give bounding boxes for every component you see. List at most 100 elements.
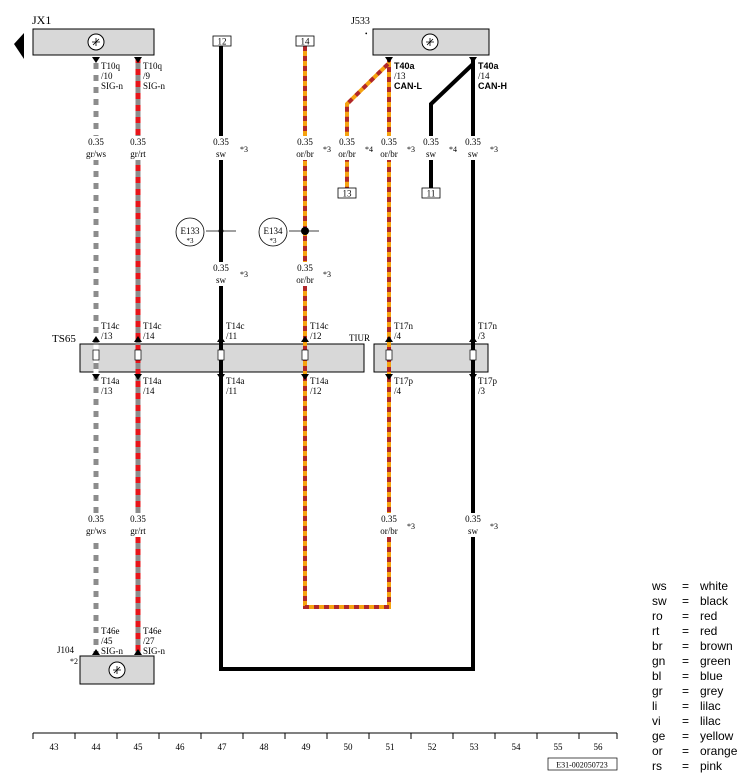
svg-text:vi: vi <box>652 714 661 728</box>
svg-text:•: • <box>365 30 368 38</box>
j533-label: J533 <box>351 16 370 27</box>
column-number: 46 <box>176 742 186 752</box>
svg-text:=: = <box>682 699 689 713</box>
svg-text:/14: /14 <box>143 386 155 396</box>
svg-text:T10q: T10q <box>101 61 120 71</box>
lower-wire-labels: 0.35 gr/ws 0.35 gr/rt 0.35 or/br *3 0.35… <box>86 513 498 537</box>
svg-text:=: = <box>682 714 689 728</box>
column-ticks <box>32 733 618 739</box>
svg-text:/3: /3 <box>478 386 486 396</box>
svg-text:/14: /14 <box>143 331 155 341</box>
ts65-label: TS65 <box>52 333 76 345</box>
svg-text:T14c: T14c <box>226 321 245 331</box>
svg-text:sw: sw <box>216 275 227 285</box>
svg-text:ro: ro <box>652 609 663 623</box>
svg-text:blue: blue <box>700 669 723 683</box>
legend-entry: ws=white <box>651 579 728 593</box>
legend-entry: vi = lilac <box>652 714 721 728</box>
svg-text:*3: *3 <box>240 145 248 154</box>
column-number: 52 <box>428 742 437 752</box>
svg-text:T10q: T10q <box>143 61 162 71</box>
svg-text:*3: *3 <box>407 522 415 531</box>
component-tiur: TIUR <box>349 333 489 373</box>
wire-col50 <box>345 62 390 188</box>
svg-text:or: or <box>652 744 663 758</box>
svg-text:/14: /14 <box>478 71 490 81</box>
svg-text:/12: /12 <box>310 331 322 341</box>
svg-text:*3: *3 <box>323 270 331 279</box>
splice-e133: E133 *3 <box>175 217 236 247</box>
svg-text:T46e: T46e <box>101 626 120 636</box>
svg-text:=: = <box>682 624 689 638</box>
svg-text:or/br: or/br <box>380 526 398 536</box>
svg-text:/13: /13 <box>394 71 406 81</box>
legend-entry: br=brown <box>652 639 733 653</box>
svg-text:=: = <box>682 654 689 668</box>
svg-text:sw: sw <box>468 149 479 159</box>
svg-text:0.35: 0.35 <box>297 137 313 147</box>
legend-entry: rs=pink <box>652 759 723 773</box>
svg-text:li: li <box>652 699 657 713</box>
svg-text:/45: /45 <box>101 636 113 646</box>
svg-text:lilac: lilac <box>700 714 721 728</box>
svg-text:*3: *3 <box>490 145 498 154</box>
svg-text:T14a: T14a <box>310 376 329 386</box>
column-number: 47 <box>218 742 228 752</box>
legend-entry: gn = green <box>652 654 731 668</box>
svg-text:gr/ws: gr/ws <box>86 526 106 536</box>
svg-text:gr/rt: gr/rt <box>130 526 146 536</box>
svg-text:*4: *4 <box>365 145 373 154</box>
svg-text:=: = <box>682 609 689 623</box>
svg-text:SIG-n: SIG-n <box>101 81 123 91</box>
legend-entry: gr=grey <box>652 684 723 698</box>
svg-text:=: = <box>682 684 689 698</box>
svg-text:=: = <box>682 729 689 743</box>
pin-box-11: 11 <box>421 187 441 199</box>
column-number: 51 <box>386 742 395 752</box>
svg-text:/10: /10 <box>101 71 113 81</box>
pin-box-12: 12 <box>212 35 232 47</box>
document-reference: E31-002050723 <box>556 761 608 770</box>
svg-text:/11: /11 <box>226 331 237 341</box>
svg-text:=: = <box>682 594 689 608</box>
svg-text:br: br <box>652 639 663 653</box>
svg-text:green: green <box>700 654 731 668</box>
svg-text:0.35: 0.35 <box>339 137 355 147</box>
pin-markers <box>92 57 477 655</box>
column-number: 53 <box>470 742 480 752</box>
splice-e134: E134 *3 <box>258 217 319 247</box>
svg-text:T46e: T46e <box>143 626 162 636</box>
svg-text:bl: bl <box>652 669 661 683</box>
tiur-pin-labels: T17n /4 T17n /3 T17p /4 T17p /3 <box>394 321 497 396</box>
svg-text:T14a: T14a <box>143 376 162 386</box>
svg-text:0.35: 0.35 <box>213 263 229 273</box>
svg-text:SIG-n: SIG-n <box>143 81 165 91</box>
svg-text:or/br: or/br <box>380 149 398 159</box>
svg-text:/9: /9 <box>143 71 151 81</box>
svg-text:/12: /12 <box>310 386 322 396</box>
svg-text:*3: *3 <box>270 237 278 245</box>
column-number: 54 <box>512 742 522 752</box>
tiur-label: TIUR <box>349 333 370 343</box>
wire-color-legend: ws=white sw=black ro=red rt=red br=brown… <box>651 579 738 773</box>
svg-text:orange: orange <box>700 744 738 758</box>
svg-text:/27: /27 <box>143 636 155 646</box>
svg-text:0.35: 0.35 <box>465 514 481 524</box>
column-number: 49 <box>302 742 312 752</box>
svg-text:13: 13 <box>343 189 353 199</box>
legend-entry: rt=red <box>652 624 717 638</box>
svg-text:12: 12 <box>218 37 227 47</box>
component-j533: J533 • <box>351 16 490 56</box>
svg-text:0.35: 0.35 <box>465 137 481 147</box>
svg-text:gn: gn <box>652 654 665 668</box>
column-number: 43 <box>50 742 60 752</box>
svg-text:0.35: 0.35 <box>297 263 313 273</box>
svg-text:or/br: or/br <box>296 149 314 159</box>
legend-entry: sw=black <box>652 594 729 608</box>
svg-text:=: = <box>682 669 689 683</box>
mid-wire-labels: 0.35 sw *3 0.35 or/br *3 <box>211 262 331 286</box>
svg-text:=: = <box>682 759 689 773</box>
svg-text:CAN-H: CAN-H <box>478 81 507 91</box>
svg-text:T14c: T14c <box>101 321 120 331</box>
svg-text:*4: *4 <box>449 145 457 154</box>
